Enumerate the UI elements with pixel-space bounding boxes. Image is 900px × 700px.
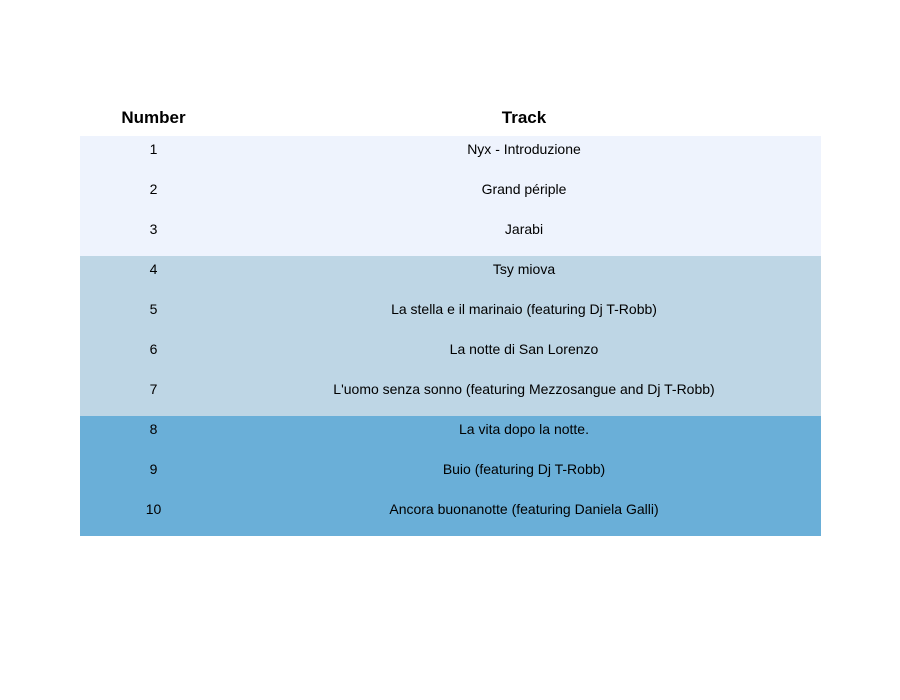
track-number-cell: 6 bbox=[149, 341, 158, 357]
track-number-cell: 9 bbox=[149, 461, 158, 477]
track-title-cell: L'uomo senza sonno (featuring Mezzosangu… bbox=[333, 381, 715, 397]
track-title-cell: Tsy miova bbox=[492, 261, 556, 277]
track-title-cell: La notte di San Lorenzo bbox=[449, 341, 599, 357]
track-title-cell: Ancora buonanotte (featuring Daniela Gal… bbox=[389, 501, 659, 517]
column-header-track: Track bbox=[501, 108, 547, 127]
track-title-cell: La stella e il marinaio (featuring Dj T-… bbox=[391, 301, 657, 317]
column-header-number: Number bbox=[121, 108, 186, 127]
track-number-cell: 10 bbox=[145, 501, 162, 517]
track-number-cell: 7 bbox=[149, 381, 158, 397]
track-table: Number Track 1 Nyx - Introduzione 2 Grand p… bbox=[80, 100, 821, 536]
table-row: 8 La vita dopo la notte. bbox=[80, 416, 821, 456]
table-header-row: Number Track bbox=[80, 100, 821, 136]
table-row: 5 La stella e il marinaio (featuring Dj T… bbox=[80, 296, 821, 336]
track-title-cell: La vita dopo la notte. bbox=[459, 421, 589, 437]
table-row: 3 Jarabi bbox=[80, 216, 821, 256]
table-row: 1 Nyx - Introduzione bbox=[80, 136, 821, 176]
table-row: 2 Grand périple bbox=[80, 176, 821, 216]
track-number-cell: 3 bbox=[149, 221, 158, 237]
table-row: 4 Tsy miova bbox=[80, 256, 821, 296]
track-number-cell: 1 bbox=[149, 141, 158, 157]
table-row: 10 Ancora buonanotte (featuring Daniela G… bbox=[80, 496, 821, 536]
track-title-cell: Grand périple bbox=[481, 181, 567, 197]
track-title-cell: Jarabi bbox=[504, 221, 544, 237]
table-row: 6 La notte di San Lorenzo bbox=[80, 336, 821, 376]
table-row: 7 L'uomo senza sonno (featuring Mezzosang… bbox=[80, 376, 821, 416]
table-row: 9 Buio (featuring Dj T-Robb) bbox=[80, 456, 821, 496]
track-title-cell: Buio (featuring Dj T-Robb) bbox=[442, 461, 606, 477]
track-number-cell: 8 bbox=[149, 421, 158, 437]
track-number-cell: 4 bbox=[149, 261, 158, 277]
track-number-cell: 5 bbox=[149, 301, 158, 317]
track-number-cell: 2 bbox=[149, 181, 158, 197]
table-body: 1 Nyx - Introduzione 2 Grand périple 3 Jarabi… bbox=[80, 136, 821, 536]
track-title-cell: Nyx - Introduzione bbox=[467, 141, 581, 157]
